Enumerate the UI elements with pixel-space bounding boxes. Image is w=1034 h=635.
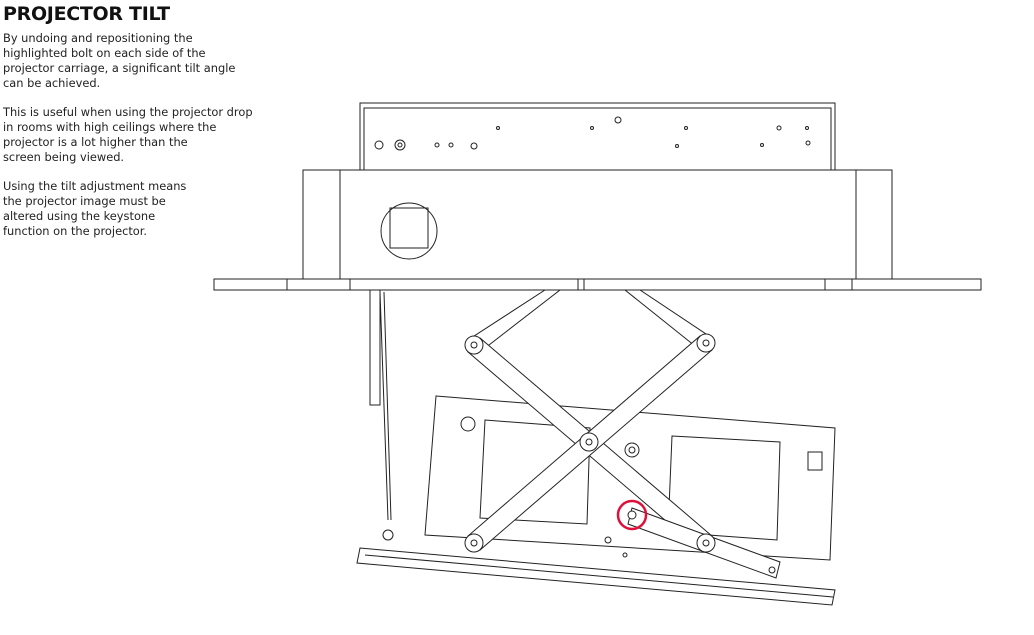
pivot-joints (464, 333, 776, 574)
text-line: By undoing and repositioning the (3, 31, 193, 45)
text-line: function on the projector. (3, 223, 148, 238)
top-housing (359, 102, 836, 171)
text-line: This is useful when using the projector … (3, 105, 253, 119)
text-line: altered using the keystone (3, 208, 156, 223)
text-line: highlighted bolt on each side of the (3, 45, 206, 60)
highlighted-tilt-bolt (616, 499, 648, 531)
mounting-box (302, 169, 893, 280)
text-line: screen being viewed. (3, 149, 125, 164)
usage-paragraph: This is useful when using the projector … (3, 105, 253, 165)
gas-strut (369, 289, 394, 541)
scissor-arms (467, 289, 781, 579)
text-line: projector is a lot higher than the (3, 134, 188, 149)
text-line: the projector image must be (3, 193, 166, 208)
page-title: PROJECTOR TILT (3, 3, 170, 25)
ceiling-plate (213, 278, 982, 291)
text-line: projector carriage, a significant tilt a… (3, 60, 236, 75)
text-line: Using the tilt adjustment means (3, 179, 187, 193)
text-line: in rooms with high ceilings where the (3, 119, 217, 134)
text-line: can be achieved. (3, 75, 101, 90)
